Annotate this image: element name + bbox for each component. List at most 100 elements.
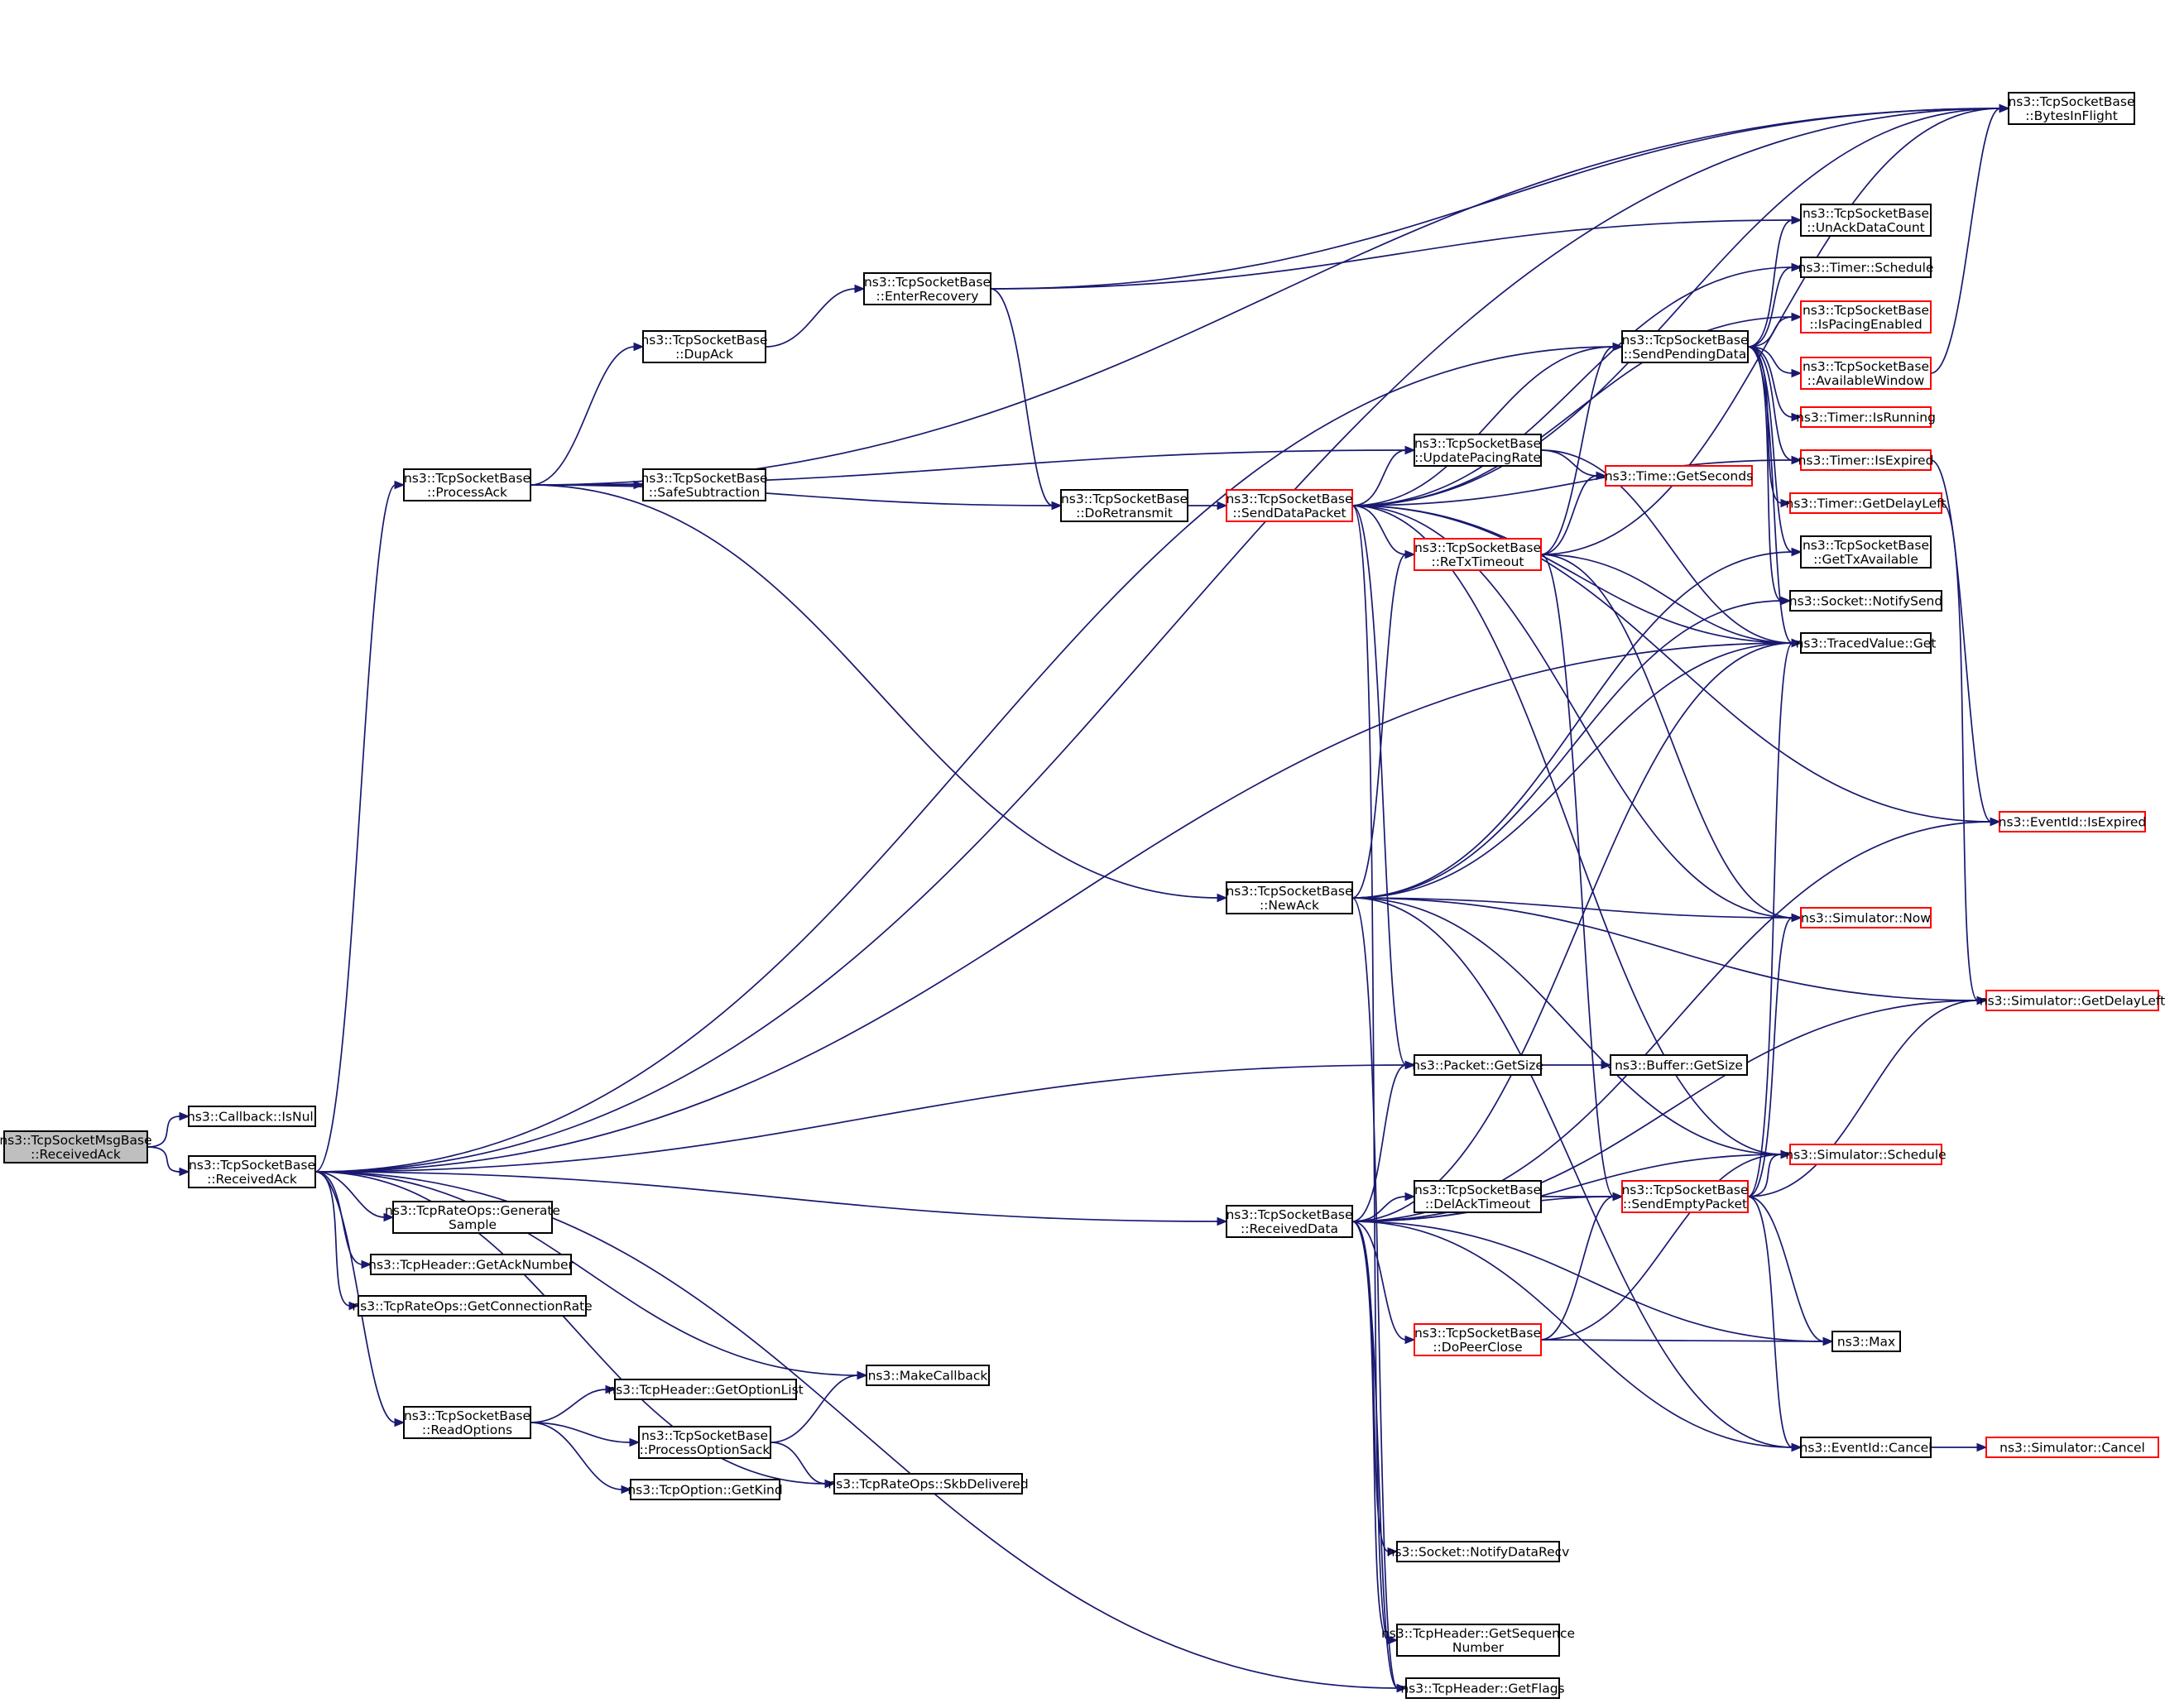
node-root[interactable]: ns3::TcpSocketMsgBase::ReceivedAck: [0, 1130, 152, 1163]
node-label: ::NewAck: [1260, 898, 1319, 913]
node-enterrecovery[interactable]: ns3::TcpSocketBase::EnterRecovery: [863, 272, 991, 305]
node-label: ns3::TcpSocketMsgBase: [0, 1133, 152, 1148]
node-label: ns3::TcpSocketBase: [2008, 94, 2134, 109]
node-timegetseconds[interactable]: ns3::Time::GetSeconds: [1605, 465, 1753, 487]
node-notifydatarecv[interactable]: ns3::Socket::NotifyDataRecv: [1387, 1541, 1570, 1562]
node-receivedack[interactable]: ns3::TcpSocketBase::ReceivedAck: [188, 1155, 316, 1188]
node-notifysend[interactable]: ns3::Socket::NotifySend: [1789, 590, 1942, 612]
node-delacktimeout[interactable]: ns3::TcpSocketBase::DelAckTimeout: [1414, 1180, 1542, 1213]
node-box: [866, 1365, 990, 1386]
node-makecallback[interactable]: ns3::MakeCallback: [866, 1365, 990, 1386]
node-bytesinflight[interactable]: ns3::TcpSocketBase::BytesInFlight: [2008, 92, 2135, 125]
edge-root-to-isnull: [146, 1111, 190, 1148]
node-box: [638, 1426, 771, 1459]
node-senddatapacket[interactable]: ns3::TcpSocketBase::SendDataPacket: [1226, 489, 1353, 522]
node-dopeerclose[interactable]: ns3::TcpSocketBase::DoPeerClose: [1414, 1323, 1542, 1356]
node-box: [1800, 300, 1932, 333]
edge-senddatapacket-to-packetgetsize: [1351, 505, 1416, 1070]
node-sendemptypacket[interactable]: ns3::TcpSocketBase::SendEmptyPacket: [1621, 1180, 1749, 1213]
edge-receivedack-to-bytesinflight: [314, 103, 2010, 1173]
node-safesub[interactable]: ns3::TcpSocketBase::SafeSubtraction: [641, 468, 768, 501]
node-box: [1800, 632, 1932, 654]
node-eventcancel[interactable]: ns3::EventId::Cancel: [1800, 1437, 1932, 1458]
node-label: ns3::Packet::GetSize: [1412, 1058, 1543, 1073]
node-label: ns3::TcpSocketBase: [1803, 206, 1929, 221]
edge-packetgetsize-to-buffergetsize: [1541, 1060, 1612, 1070]
node-box: [614, 1379, 797, 1400]
edge-dopeerclose-to-simschedule: [1540, 1149, 1792, 1341]
node-newack[interactable]: ns3::TcpSocketBase::NewAck: [1226, 881, 1353, 914]
node-label: ::SendEmptyPacket: [1623, 1197, 1747, 1211]
node-retxtimeout[interactable]: ns3::TcpSocketBase::ReTxTimeout: [1414, 538, 1542, 571]
node-availwindow[interactable]: ns3::TcpSocketBase::AvailableWindow: [1800, 357, 1932, 390]
node-box: [2008, 92, 2135, 125]
edge-retxtimeout-to-tracedget: [1540, 554, 1803, 648]
node-timerisexpired[interactable]: ns3::Timer::IsExpired: [1798, 449, 1934, 471]
node-label: ns3::Time::GetSeconds: [1605, 469, 1753, 484]
node-label: ns3::Socket::NotifySend: [1789, 594, 1942, 609]
node-skbdelivered[interactable]: ns3::TcpRateOps::SkbDelivered: [828, 1473, 1029, 1494]
node-timergetdelay[interactable]: ns3::Timer::GetDelayLeft: [1786, 492, 1947, 514]
node-box: [1621, 330, 1749, 363]
node-processack[interactable]: ns3::TcpSocketBase::ProcessAck: [403, 468, 531, 501]
node-sendpending[interactable]: ns3::TcpSocketBase::SendPendingData: [1621, 330, 1749, 363]
node-label: ns3::Timer::IsRunning: [1796, 410, 1936, 425]
node-simnow[interactable]: ns3::Simulator::Now: [1800, 907, 1932, 928]
node-getoptionlist[interactable]: ns3::TcpHeader::GetOptionList: [607, 1379, 804, 1400]
node-buffergetsize[interactable]: ns3::Buffer::GetSize: [1610, 1054, 1748, 1076]
node-ispacing[interactable]: ns3::TcpSocketBase::IsPacingEnabled: [1800, 300, 1932, 333]
node-packetgetsize[interactable]: ns3::Packet::GetSize: [1412, 1054, 1543, 1076]
node-getacknum[interactable]: ns3::TcpHeader::GetAckNumber: [368, 1254, 574, 1275]
node-label: ns3::TcpHeader::GetSequence: [1381, 1626, 1575, 1641]
edge-eventcancel-to-simcancel: [1931, 1442, 1988, 1452]
node-doretransmit[interactable]: ns3::TcpSocketBase::DoRetransmit: [1060, 489, 1188, 522]
node-box: [1800, 535, 1932, 569]
node-getkind[interactable]: ns3::TcpOption::GetKind: [627, 1479, 783, 1500]
node-label: ::ProcessOptionSack: [640, 1442, 770, 1457]
node-tracedget[interactable]: ns3::TracedValue::Get: [1796, 632, 1937, 654]
edge-retxtimeout-to-timegetseconds: [1540, 471, 1607, 555]
node-timerschedule[interactable]: ns3::Timer::Schedule: [1798, 257, 1934, 278]
node-label: ns3::Simulator::Now: [1801, 911, 1931, 926]
node-dupack[interactable]: ns3::TcpSocketBase::DupAck: [641, 330, 768, 363]
node-label: ::ReceivedAck: [207, 1172, 297, 1187]
node-box: [1060, 489, 1188, 522]
node-processoptsack[interactable]: ns3::TcpSocketBase::ProcessOptionSack: [638, 1426, 771, 1459]
node-label: ns3::TcpRateOps::GetConnectionRate: [352, 1299, 592, 1314]
edge-newack-to-eventcancel: [1351, 897, 1803, 1452]
edge-receivedack-to-tracedget: [314, 638, 1803, 1173]
node-gettxavail[interactable]: ns3::TcpSocketBase::GetTxAvailable: [1800, 535, 1932, 569]
node-box: [1985, 990, 2159, 1011]
node-box: [1800, 357, 1932, 390]
node-label: ns3::Callback::IsNull: [187, 1110, 317, 1125]
node-max[interactable]: ns3::Max: [1831, 1331, 1901, 1352]
node-readoptions[interactable]: ns3::TcpSocketBase::ReadOptions: [403, 1406, 531, 1439]
edge-availwindow-to-bytesinflight: [1930, 103, 2010, 374]
node-label: ns3::TcpSocketBase: [1414, 436, 1541, 451]
node-isnull[interactable]: ns3::Callback::IsNull: [187, 1106, 317, 1127]
node-label: ns3::TcpHeader::GetAckNumber: [368, 1258, 574, 1273]
node-receiveddata[interactable]: ns3::TcpSocketBase::ReceivedData: [1226, 1205, 1353, 1238]
node-simcancel[interactable]: ns3::Simulator::Cancel: [1985, 1437, 2159, 1458]
edge-root-to-receivedack: [146, 1146, 190, 1177]
node-timerisrunning[interactable]: ns3::Timer::IsRunning: [1796, 406, 1936, 428]
node-updatepacing[interactable]: ns3::TcpSocketBase::UpdatePacingRate: [1414, 434, 1542, 467]
node-label: ns3::TcpSocketBase: [1226, 492, 1352, 506]
edge-retxtimeout-to-bytesinflight: [1540, 103, 2010, 555]
node-label: ns3::Simulator::GetDelayLeft: [1980, 994, 2165, 1009]
node-getflags[interactable]: ns3::TcpHeader::GetFlags: [1400, 1677, 1565, 1699]
node-label: ns3::TcpSocketBase: [864, 275, 991, 290]
node-label: ns3::TcpHeader::GetOptionList: [607, 1383, 803, 1398]
edge-processoptsack-to-skbdelivered: [770, 1442, 836, 1489]
node-unackdata[interactable]: ns3::TcpSocketBase::UnAckDataCount: [1800, 204, 1932, 237]
edge-retxtimeout-to-sendemptypacket: [1540, 554, 1624, 1202]
node-box: [1800, 406, 1932, 428]
node-eventisexpired[interactable]: ns3::EventId::IsExpired: [1999, 811, 2147, 832]
edge-sendpending-to-notifysend: [1747, 346, 1792, 606]
node-getconnrate[interactable]: ns3::TcpRateOps::GetConnectionRate: [352, 1295, 593, 1317]
node-simgetdelay[interactable]: ns3::Simulator::GetDelayLeft: [1980, 990, 2165, 1011]
node-simschedule[interactable]: ns3::Simulator::Schedule: [1785, 1144, 1947, 1165]
node-label: ns3::TcpSocketBase: [641, 1428, 768, 1443]
